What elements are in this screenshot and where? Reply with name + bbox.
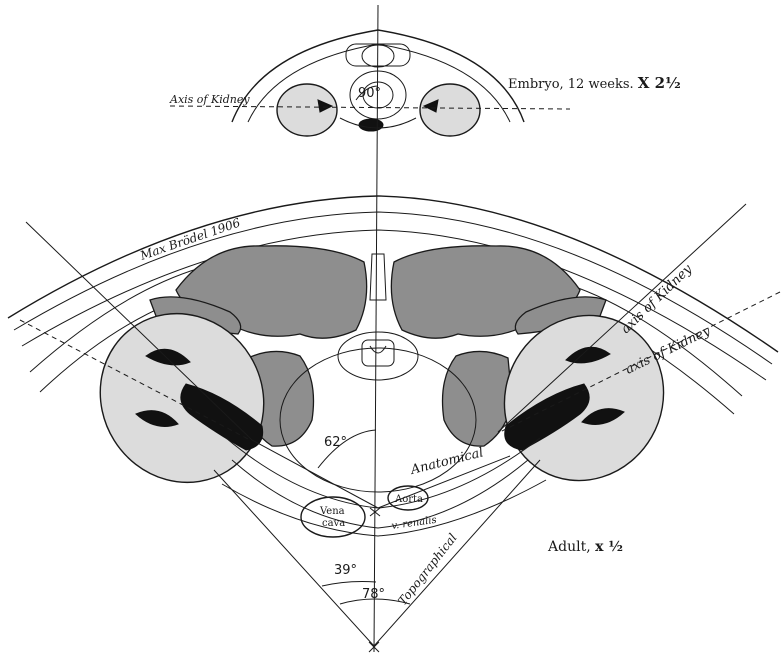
adult-caption-text: Adult, — [547, 539, 595, 555]
embryo-axis-label: Axis of Kidney — [169, 93, 250, 106]
spinous-process — [370, 254, 386, 300]
angle-39-label: 39° — [334, 563, 357, 578]
vertebral-arch — [338, 332, 418, 380]
anatomical-left-line — [252, 440, 378, 508]
adult-magnification: x ½ — [595, 539, 623, 555]
angle-39-arc — [322, 582, 376, 587]
adult-cross-section — [8, 196, 778, 537]
renal-vessel-upper — [226, 438, 540, 508]
angle-78-label: 78° — [362, 587, 385, 602]
spinal-cord — [370, 346, 386, 353]
vertical-midline — [374, 5, 378, 652]
angle-62-label: 62° — [324, 435, 347, 450]
embryo-caption-text: Embryo, 12 weeks. — [508, 77, 638, 92]
aorta-label: Aorta — [394, 494, 423, 505]
vena-renalis-label: v. renalis — [391, 515, 438, 532]
anatomical-label: Anatomical — [408, 445, 485, 478]
embryo-right-kidney — [420, 84, 480, 136]
vena-cava-label-2: cava — [322, 518, 345, 529]
renal-vessel-lower — [232, 460, 528, 528]
vena-cava — [301, 497, 365, 537]
embryo-aorta — [359, 119, 383, 131]
adult-caption: Adult, x ½ — [547, 539, 623, 555]
topographical-label: Topographical — [395, 531, 460, 608]
vena-cava-label-1: Vena — [319, 506, 345, 517]
right-psoas-muscle — [443, 351, 513, 446]
topographical-left-line — [214, 470, 374, 646]
embryo-caption: Embryo, 12 weeks. X 2½ — [508, 74, 681, 92]
embryo-left-kidney — [277, 84, 337, 136]
embryo-magnification: X 2½ — [638, 74, 681, 92]
